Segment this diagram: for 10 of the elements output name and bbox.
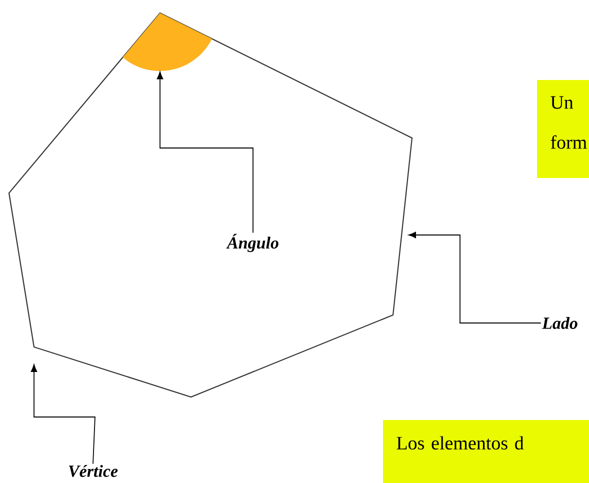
leader-line [156, 72, 254, 234]
part-label: Vértice [69, 464, 118, 478]
note-box: Los elementos d [383, 420, 589, 483]
part-label: Lado [542, 317, 578, 329]
note-box: Un form [537, 80, 589, 178]
angle-wedge [122, 13, 212, 71]
leader-line [30, 364, 96, 464]
hexagon-drawing [8, 12, 413, 398]
part-label: Ángulo [226, 234, 278, 252]
leader-line [408, 232, 542, 324]
